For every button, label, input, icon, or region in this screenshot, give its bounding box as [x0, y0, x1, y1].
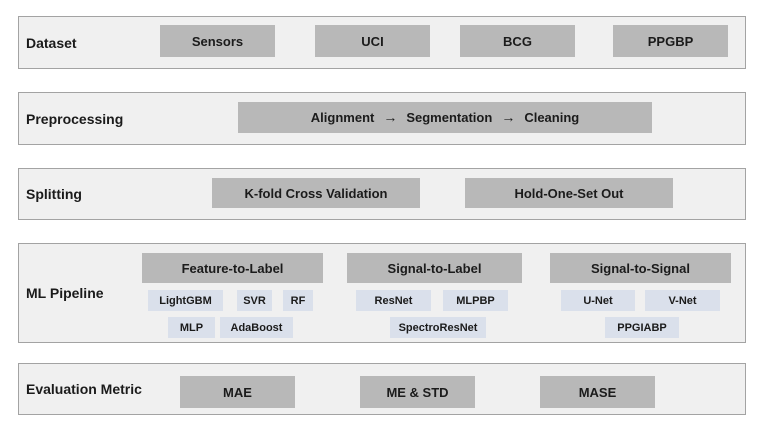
dataset-row-label: Dataset — [26, 34, 77, 51]
metric-me-std-box: ME & STD — [360, 376, 475, 408]
dataset-row: Dataset Sensors UCI BCG PPGBP — [18, 16, 746, 69]
evaluation-metric-row: Evaluation Metric MAE ME & STD MASE — [18, 363, 746, 415]
preprocessing-step-alignment: Alignment — [310, 110, 375, 125]
model-chip-vnet: V-Net — [645, 290, 720, 311]
metric-mase-box: MASE — [540, 376, 655, 408]
right-arrow-icon: → — [501, 108, 516, 125]
dataset-uci-box: UCI — [315, 25, 430, 57]
preprocessing-row-label: Preprocessing — [26, 110, 124, 127]
model-chip-rf: RF — [283, 290, 313, 311]
preprocessing-row: Preprocessing Alignment → Segmentation →… — [18, 92, 746, 145]
splitting-row-label: Splitting — [26, 186, 82, 202]
model-chip-mlpbp: MLPBP — [443, 290, 508, 311]
signal-to-signal-header: Signal-to-Signal — [550, 253, 731, 283]
splitting-holdout-box: Hold-One-Set Out — [465, 178, 673, 208]
splitting-kfold-box: K-fold Cross Validation — [212, 178, 420, 208]
ml-pipeline-row: ML Pipeline Feature-to-Label Signal-to-L… — [18, 243, 746, 343]
dataset-ppgbp-box: PPGBP — [613, 25, 728, 57]
model-chip-lightgbm: LightGBM — [148, 290, 223, 311]
right-arrow-icon: → — [383, 108, 398, 125]
model-chip-ppgiabp: PPGIABP — [605, 317, 679, 338]
model-chip-mlp: MLP — [168, 317, 215, 338]
dataset-bcg-box: BCG — [460, 25, 575, 57]
preprocessing-step-cleaning: Cleaning — [524, 110, 580, 125]
model-chip-svr: SVR — [237, 290, 272, 311]
dataset-sensors-box: Sensors — [160, 25, 275, 57]
preprocessing-step-segmentation: Segmentation — [406, 110, 493, 125]
model-chip-spectroresnet: SpectroResNet — [390, 317, 486, 338]
metric-mae-box: MAE — [180, 376, 295, 408]
feature-to-label-header: Feature-to-Label — [142, 253, 323, 283]
preprocessing-flow-box: Alignment → Segmentation → Cleaning — [238, 102, 652, 133]
model-chip-resnet: ResNet — [356, 290, 431, 311]
model-chip-unet: U-Net — [561, 290, 635, 311]
signal-to-label-header: Signal-to-Label — [347, 253, 522, 283]
splitting-row: Splitting K-fold Cross Validation Hold-O… — [18, 168, 746, 220]
ml-pipeline-row-label: ML Pipeline — [26, 285, 104, 301]
model-chip-adaboost: AdaBoost — [220, 317, 293, 338]
evaluation-metric-row-label: Evaluation Metric — [26, 381, 142, 397]
